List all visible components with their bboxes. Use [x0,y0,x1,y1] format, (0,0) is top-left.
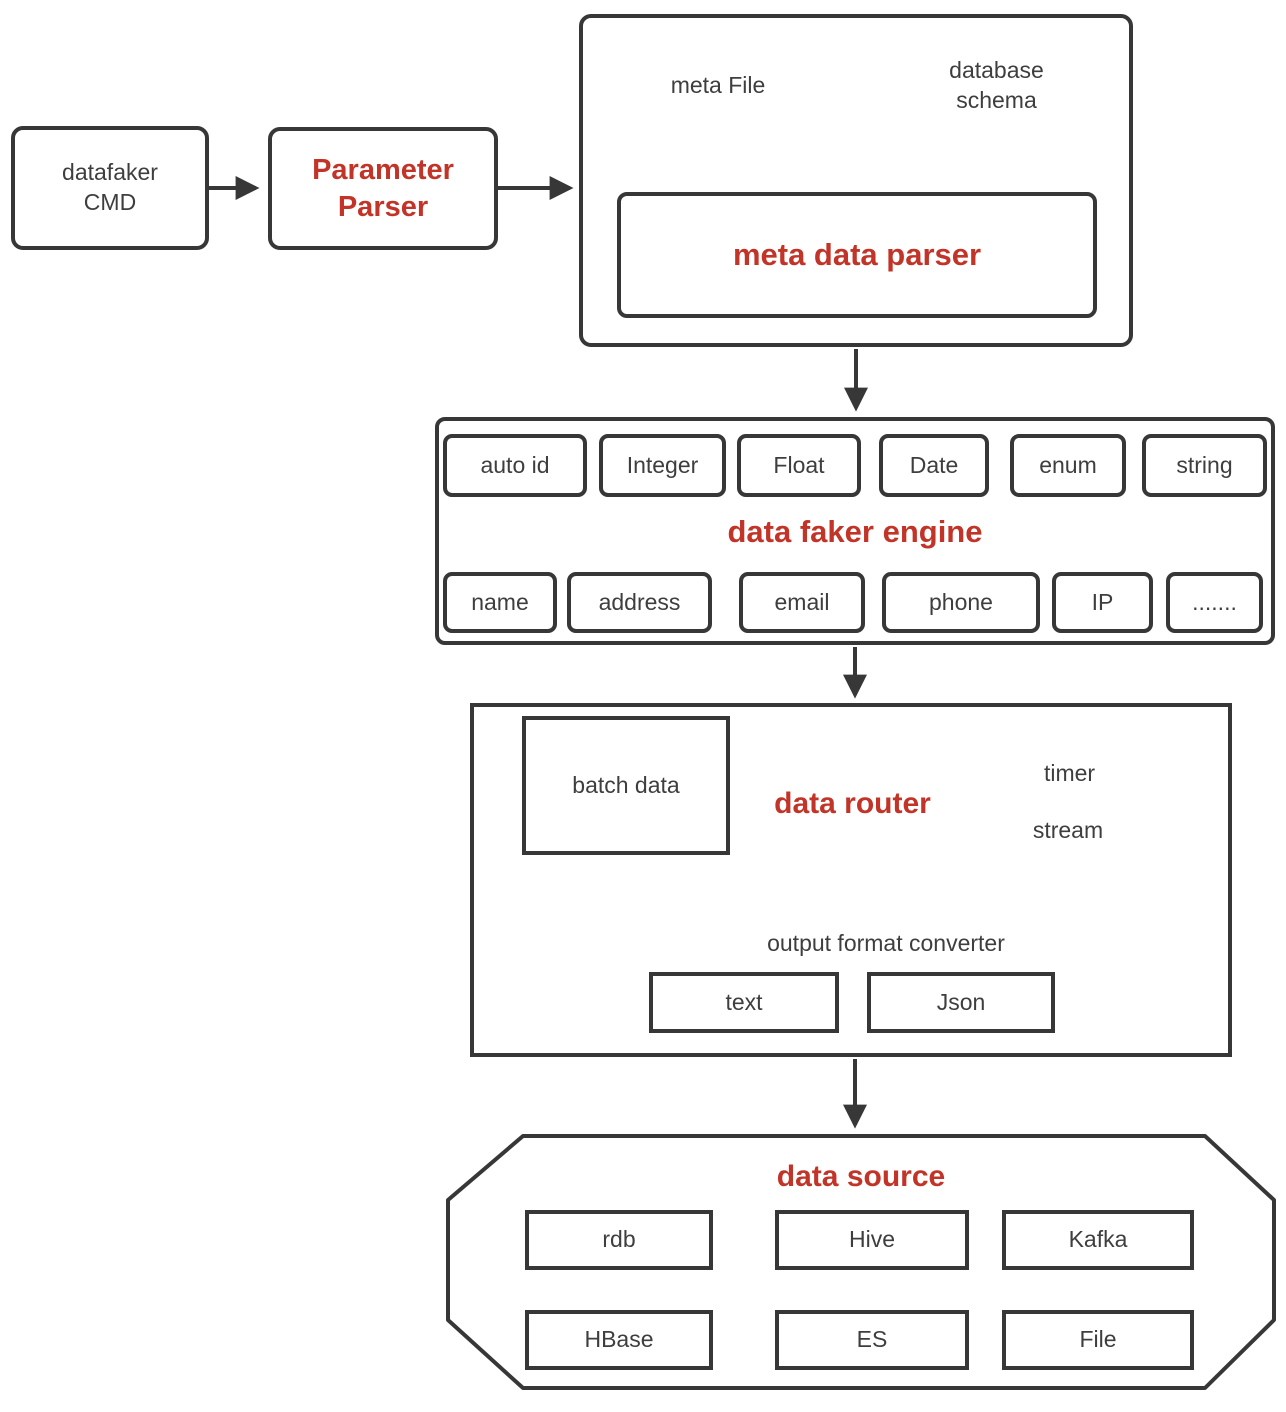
engine-type-more: ....... [1166,572,1263,633]
engine-type-enum: enum [1010,434,1126,497]
parameter-parser-node: Parameter Parser [268,127,498,250]
source-es-node: ES [775,1310,969,1370]
output-format-converter-title: output format converter [767,930,1005,957]
meta-data-parser-node: meta data parser [617,192,1097,318]
meta-file-label: meta File [670,72,766,99]
engine-type-auto-id: auto id [443,434,587,497]
source-file-node: File [1002,1310,1194,1370]
source-kafka-node: Kafka [1002,1210,1194,1270]
converter-json-node: Json [867,972,1055,1033]
data-source-title: data source [776,1160,946,1193]
engine-type-integer: Integer [599,434,726,497]
engine-type-ip: IP [1052,572,1153,633]
engine-type-float: Float [737,434,861,497]
source-hbase-node: HBase [525,1310,713,1370]
datafaker-cmd-node: datafaker CMD [11,126,209,250]
data-source-outline [446,1134,1276,1390]
engine-type-email: email [739,572,865,633]
engine-type-string: string [1142,434,1267,497]
engine-type-phone: phone [882,572,1040,633]
data-faker-engine-title: data faker engine [727,514,983,549]
data-router-title: data router [774,787,931,820]
engine-type-name: name [443,572,557,633]
converter-text-node: text [649,972,839,1033]
source-hive-node: Hive [775,1210,969,1270]
engine-type-date: Date [879,434,989,497]
timer-label: timer [1043,759,1096,786]
stream-label: stream [1032,817,1104,844]
batch-data-node: batch data [522,716,730,855]
database-schema-label: database schema [949,57,1044,113]
source-rdb-node: rdb [525,1210,713,1270]
engine-type-address: address [567,572,712,633]
